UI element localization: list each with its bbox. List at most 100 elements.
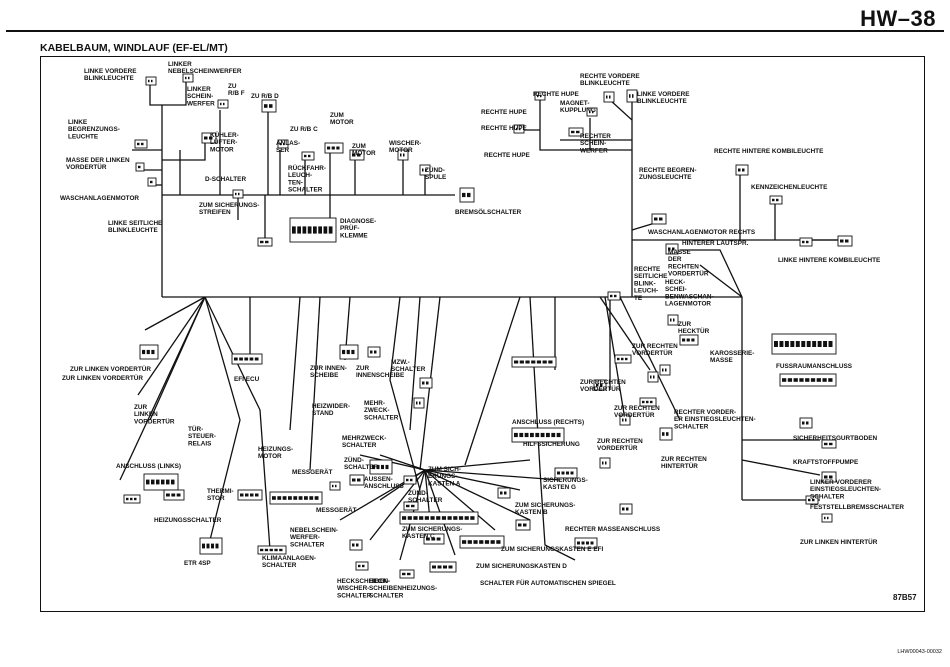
label-zuendspule: ZÜND-SPULE bbox=[425, 165, 447, 181]
connector-symbol bbox=[821, 439, 837, 449]
connector-symbol bbox=[182, 73, 194, 83]
connector-symbol bbox=[201, 132, 217, 144]
label-mehrzweckschalter-2: MEHRZWECK-SCHALTER bbox=[342, 435, 386, 449]
label-zur-linken-vordertuer-2: ZUR LINKEN VORDERTÜR bbox=[62, 373, 143, 382]
wire-segment bbox=[309, 296, 321, 471]
header-rule bbox=[6, 30, 944, 32]
label-zur-linken-hintertuer: ZUR LINKEN HINTERTÜR bbox=[800, 537, 878, 546]
connector-symbol bbox=[647, 371, 659, 383]
connector-symbol bbox=[805, 495, 819, 505]
connector-symbol bbox=[257, 545, 287, 555]
connector-symbol bbox=[399, 511, 479, 525]
label-zu-rb-d: ZU R/B D bbox=[251, 93, 279, 100]
wire-segment bbox=[149, 85, 162, 106]
connector-symbol bbox=[586, 107, 598, 117]
label-zum-sicherungskasten-d: ZUM SICHERUNGSKASTEN D bbox=[476, 563, 567, 570]
label-kuehlerluefter: KÜHLER-LÜFTER-MOTOR bbox=[210, 130, 239, 153]
label-wischermotor: WISCHER-MOTOR bbox=[389, 140, 421, 154]
label-rechter-vorderer-einstieg: RECHTER VORDER-ER EINSTIEGSLEUCHTEN-SCHA… bbox=[674, 409, 756, 430]
label-zuendschalter-2: ZÜND-SCHALTER bbox=[408, 488, 443, 504]
label-kraftstoffpumpe: KRAFTSTOFFPUMPE bbox=[793, 459, 859, 466]
connector-symbol bbox=[232, 189, 244, 199]
label-bremsoelschalter: BREMSÖLSCHALTER bbox=[455, 207, 522, 216]
label-aussenanschluss: AUSSEN-ANSCHLUSS bbox=[364, 476, 405, 490]
wire-segment bbox=[424, 469, 521, 491]
label-zur-innenscheibe-1: ZUR INNEN-SCHEIBE bbox=[310, 365, 347, 379]
label-sicherungskasten-g: SICHERUNGS-KASTEN G bbox=[543, 477, 588, 491]
connector-symbol bbox=[257, 237, 273, 247]
wire-segment bbox=[619, 296, 681, 421]
wire-segment bbox=[424, 469, 531, 521]
connector-symbol bbox=[339, 344, 359, 360]
connector-symbol bbox=[554, 467, 578, 479]
connector-symbol bbox=[329, 481, 341, 491]
diagram-frame bbox=[40, 56, 925, 612]
connector-symbol bbox=[639, 397, 657, 407]
label-mzw-schalter: MZW.-SCHALTER bbox=[391, 359, 426, 373]
wire-segment bbox=[464, 296, 521, 466]
connector-symbol bbox=[667, 314, 679, 326]
connector-symbol bbox=[135, 162, 145, 172]
connector-symbol bbox=[619, 414, 631, 426]
connector-symbol bbox=[324, 142, 344, 154]
connector-symbol bbox=[513, 124, 525, 134]
connector-symbol bbox=[237, 489, 263, 501]
wire-harness bbox=[119, 82, 840, 561]
label-etr-4sp: ETR 4SP bbox=[184, 560, 211, 567]
connector-symbol bbox=[837, 235, 853, 247]
connector-symbol bbox=[799, 237, 813, 247]
wire-segment bbox=[389, 296, 421, 491]
image-id: LHW00043-00032 bbox=[897, 649, 942, 655]
connector-symbol bbox=[659, 364, 671, 376]
label-hilfssicherung: HILFSSICHERUNG bbox=[523, 441, 580, 448]
label-anschluss-rechts: ANSCHLUSS (RECHTS) bbox=[512, 419, 584, 426]
label-anschluss-links: ANSCHLUSS (LINKS) bbox=[116, 463, 181, 470]
connector-symbol bbox=[619, 503, 633, 515]
label-messgeraet-1: MESSGERÄT bbox=[292, 468, 333, 476]
label-rechte-hupe-4: RECHTE HUPE bbox=[484, 152, 531, 159]
label-tuersteuerrelais: TÜR-STEUER-RELAIS bbox=[188, 424, 216, 447]
connector-symbol bbox=[261, 99, 277, 113]
connector-symbol bbox=[419, 377, 433, 389]
label-efi-ecu: EFI ECU bbox=[234, 376, 260, 383]
label-rechte-hupe-2: RECHTE HUPE bbox=[481, 109, 528, 116]
label-kennzeichenleuchte: KENNZEICHENLEUCHTE bbox=[751, 184, 828, 191]
connectors bbox=[123, 73, 853, 579]
connector-symbol bbox=[367, 346, 381, 358]
connector-symbol bbox=[603, 91, 615, 103]
connector-symbol bbox=[355, 561, 369, 571]
label-zum-sicherungskasten-a: ZUM SICH-ERUNGS-KASTEN A bbox=[428, 466, 461, 487]
label-heizwiderstand: HEIZWIDER-STAND bbox=[312, 403, 350, 417]
wire-segment bbox=[144, 296, 206, 331]
connector-symbol bbox=[769, 195, 783, 205]
wire-segment bbox=[599, 296, 651, 371]
wire-segment bbox=[409, 296, 421, 431]
label-nebelscheinwerferschalter: NEBELSCHEIN-WERFER-SCHALTER bbox=[290, 527, 338, 548]
label-feststellbremsschalter: FESTSTELLBREMSSCHALTER bbox=[810, 504, 904, 511]
connector-symbol bbox=[614, 354, 632, 364]
label-klimaanlagenschalter: KLIMAANLAGEN-SCHALTER bbox=[262, 555, 316, 569]
label-scheibenwaschanlagenmotor: HECK-SCHEI-BENWASCHAN-LAGENMOTOR bbox=[665, 279, 714, 308]
connector-symbol bbox=[459, 187, 475, 203]
label-mehrzweckschalter-1: MEHR-ZWECK-SCHALTER bbox=[364, 400, 399, 421]
label-d-schalter: D-SCHALTER bbox=[205, 176, 246, 183]
connector-symbol bbox=[403, 501, 419, 511]
label-rueckfahrleuchten: RÜCKFAHR-LEUCH-TEN-SCHALTER bbox=[288, 163, 326, 194]
connector-symbol bbox=[217, 99, 229, 109]
label-rechte-hupe-3: RECHTE HUPE bbox=[481, 125, 528, 132]
label-thermistor: THERMI-STOR bbox=[207, 488, 234, 502]
connector-symbol bbox=[497, 487, 511, 499]
wire-segment bbox=[680, 249, 743, 298]
label-zum-sicherungskasten-b: ZUM SICHERUNGS-KASTEN B bbox=[515, 502, 575, 516]
